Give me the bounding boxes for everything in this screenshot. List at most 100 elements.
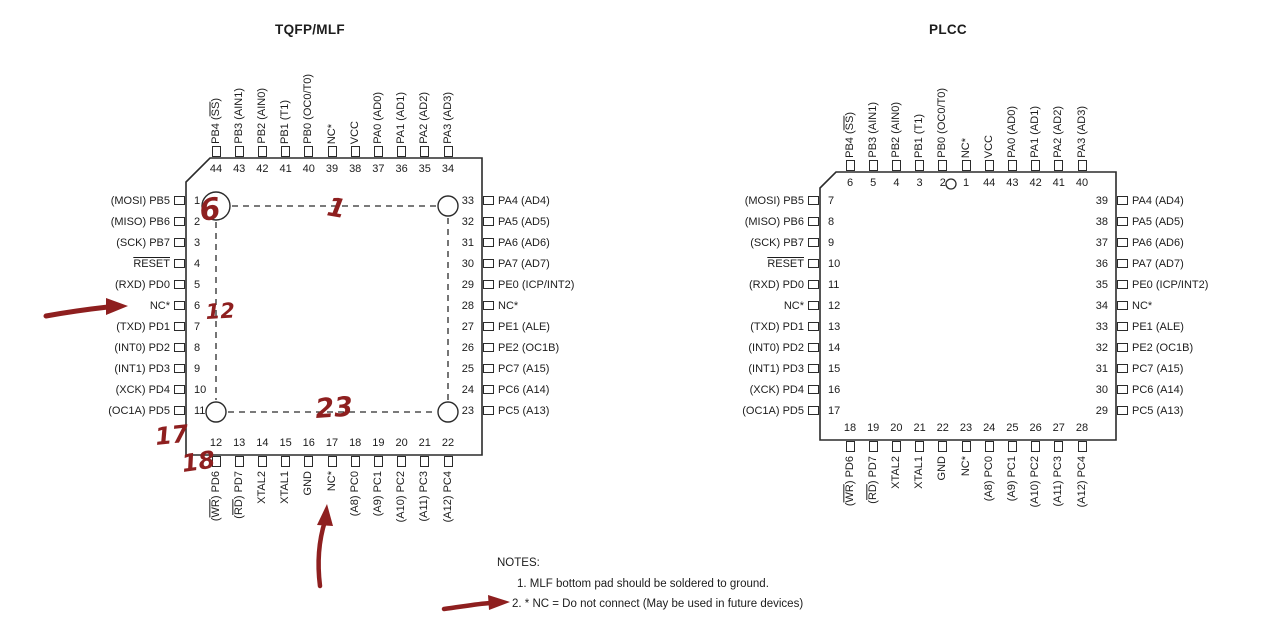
pin-number: 44 <box>209 163 223 175</box>
pin-number: 35 <box>1095 278 1108 291</box>
pin-stub <box>174 196 185 205</box>
pin-number: 7 <box>828 194 835 207</box>
pin-number: 40 <box>302 163 315 175</box>
pin-number: 44 <box>983 177 996 189</box>
pin-stub <box>984 160 994 171</box>
pin-number: 27 <box>1052 422 1065 434</box>
pin-number: 36 <box>1095 257 1108 270</box>
pin-label: PB0 (OC0/T0) <box>936 88 949 158</box>
pin-stub <box>174 238 185 247</box>
pin-stub <box>938 160 948 171</box>
pin-label: (A8) PC0 <box>982 456 995 502</box>
plcc-pin1-indicator <box>945 178 957 190</box>
pin-label: PA2 (AD2) <box>418 92 431 144</box>
pin-stub <box>174 343 185 352</box>
pin-number: 3 <box>194 236 201 249</box>
package-title-tqfp: TQFP/MLF <box>275 22 345 37</box>
pin-stub <box>1117 364 1128 373</box>
pin-stub <box>1117 322 1128 331</box>
pin-label: PA4 (AD4) <box>498 194 550 207</box>
pin-number: 4 <box>893 177 900 189</box>
pin-label: PB2 (AIN0) <box>889 102 902 158</box>
pin-number: 28 <box>1075 422 1089 434</box>
pin-label: (INT0) PD2 <box>748 341 804 354</box>
pin-number: 17 <box>325 437 339 449</box>
pin-stub <box>483 196 494 205</box>
tqfp-corner-circle <box>205 401 227 423</box>
overline-text: RD <box>866 484 879 501</box>
pin-number: 39 <box>325 163 339 175</box>
pin-number: 8 <box>194 341 201 354</box>
pin-stub <box>808 385 819 394</box>
pin-label: (SCK) PB7 <box>750 236 804 249</box>
pin-label: PC5 (A13) <box>1132 404 1184 417</box>
pin-label: PB3 (AIN1) <box>866 102 879 158</box>
pin-number: 36 <box>395 163 408 175</box>
overline-text: SS <box>209 101 222 117</box>
pin-stub <box>915 441 925 452</box>
pin-stub <box>1007 441 1017 452</box>
pin-number: 13 <box>233 437 246 449</box>
pin-stub <box>420 456 430 467</box>
pin-number: 30 <box>1095 383 1108 396</box>
pin-label: (A9) PC1 <box>371 471 384 517</box>
pin-label: NC* <box>959 456 972 477</box>
pin-stub <box>483 406 494 415</box>
pin-stub <box>397 146 407 157</box>
pin-number: 7 <box>194 320 201 333</box>
pin-stub <box>483 301 494 310</box>
pin-label: (RXD) PD0 <box>114 278 170 291</box>
pin-stub <box>257 146 267 157</box>
pin-number: 43 <box>1006 177 1019 189</box>
pin-number: 34 <box>1095 299 1108 312</box>
pin-number: 11 <box>828 278 840 291</box>
pin-label: PA1 (AD1) <box>395 92 408 144</box>
pin-stub <box>961 160 971 171</box>
pin-number: 8 <box>828 215 835 228</box>
pin-label: PB3 (AIN1) <box>232 88 245 144</box>
pin-stub <box>961 441 971 452</box>
pin-stub <box>327 146 337 157</box>
pin-label: (INT0) PD2 <box>114 341 170 354</box>
pin-stub <box>1117 217 1128 226</box>
pin-number: 37 <box>372 163 385 175</box>
pin-number: 37 <box>1095 236 1108 249</box>
pin-number: 35 <box>418 163 431 175</box>
pin-number: 16 <box>828 383 841 396</box>
pin-stub <box>211 456 221 467</box>
pin-label: PA7 (AD7) <box>1132 257 1184 270</box>
pin-number: 19 <box>372 437 385 449</box>
pin-number: 22 <box>936 422 949 434</box>
pin-number: 23 <box>959 422 973 434</box>
pin-label: PA1 (AD1) <box>1029 106 1042 158</box>
pin-stub <box>234 146 244 157</box>
pin-stub <box>808 217 819 226</box>
pin-stub <box>868 160 878 171</box>
pin-label: (A12) PC4 <box>441 471 454 523</box>
tqfp-package-outline <box>185 157 483 456</box>
pin-label: (A11) PC3 <box>418 471 431 522</box>
pin-stub <box>891 160 901 171</box>
pin-number: 23 <box>461 404 474 417</box>
pin-label: PA6 (AD6) <box>1132 236 1184 249</box>
pin-number: 43 <box>233 163 246 175</box>
pin-number: 28 <box>461 299 474 312</box>
overline-text: RESET <box>133 257 170 270</box>
pin-label: PC6 (A14) <box>1132 383 1184 396</box>
pin-label: PC5 (A13) <box>498 404 550 417</box>
pin-label: PA5 (AD5) <box>498 215 550 228</box>
pin-number: 15 <box>279 437 292 449</box>
pin-number: 33 <box>461 194 474 207</box>
pin-number: 20 <box>890 422 903 434</box>
pin-stub <box>1117 238 1128 247</box>
pin-number: 32 <box>461 215 474 228</box>
pin-label: (MOSI) PB5 <box>110 194 170 207</box>
pin-stub <box>211 146 221 157</box>
package-title-plcc: PLCC <box>929 22 967 37</box>
pin-stub <box>483 364 494 373</box>
pin-label: (MISO) PB6 <box>110 215 170 228</box>
pin-number: 38 <box>349 163 362 175</box>
pin-label: NC* <box>149 299 170 312</box>
pin-label: VCC <box>982 134 995 158</box>
